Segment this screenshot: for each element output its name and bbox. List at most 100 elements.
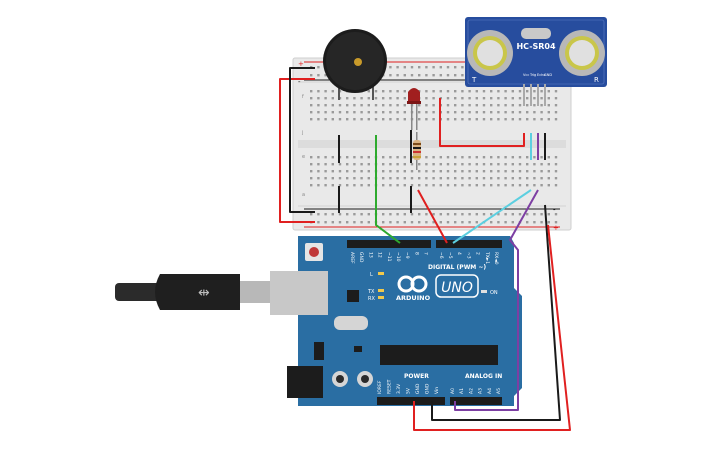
breadboard-hole xyxy=(454,104,457,107)
breadboard-hole xyxy=(317,213,320,216)
breadboard-hole xyxy=(533,213,536,216)
resistor xyxy=(413,132,421,170)
breadboard-hole xyxy=(540,156,543,159)
breadboard-hole xyxy=(317,184,320,187)
breadboard-hole xyxy=(526,170,529,173)
breadboard-hole xyxy=(396,170,399,173)
breadboard-hole xyxy=(360,170,363,173)
digital-pin-label: ~11 xyxy=(386,252,392,262)
digital-pin-label: ~3 xyxy=(465,252,471,259)
digital-pin-label: TX►1 xyxy=(484,251,490,264)
breadboard-hole xyxy=(338,118,342,121)
breadboard-hole xyxy=(526,163,529,166)
breadboard-hole xyxy=(389,213,392,216)
breadboard-hole xyxy=(310,184,313,187)
breadboard-hole xyxy=(374,97,378,100)
breadboard-hole xyxy=(310,111,313,114)
rail-plus-bottom: + xyxy=(553,224,559,232)
breadboard-hole xyxy=(389,170,392,173)
power-pin-label: 3.3V xyxy=(396,383,402,394)
breadboard-hole xyxy=(547,104,550,107)
breadboard-hole xyxy=(410,74,414,77)
analog-pin-label: A0 xyxy=(450,388,456,394)
digital-pin-label: ~10 xyxy=(395,252,401,262)
sensor-r-mark: R xyxy=(594,76,599,84)
breadboard-hole xyxy=(446,177,450,180)
breadboard-hole xyxy=(418,177,421,180)
breadboard-hole xyxy=(511,104,514,107)
breadboard-hole xyxy=(324,111,327,114)
breadboard-hole xyxy=(446,170,450,173)
breadboard-hole xyxy=(482,90,486,93)
breadboard-hole xyxy=(310,156,313,159)
breadboard-hole xyxy=(518,184,522,187)
breadboard-hole xyxy=(518,177,522,180)
led-tx-label: TX xyxy=(367,289,375,295)
breadboard-hole xyxy=(418,104,421,107)
breadboard-hole xyxy=(425,66,428,69)
led-l-label: L xyxy=(370,272,373,278)
breadboard-hole xyxy=(331,156,334,159)
breadboard-hole xyxy=(317,170,320,173)
breadboard-hole xyxy=(324,163,327,166)
breadboard-hole xyxy=(446,74,450,77)
breadboard-hole xyxy=(497,177,500,180)
breadboard-hole xyxy=(547,156,550,159)
breadboard-hole xyxy=(482,118,486,121)
breadboard-hole xyxy=(425,156,428,159)
breadboard-hole xyxy=(367,156,370,159)
breadboard-hole xyxy=(432,104,435,107)
breadboard-hole xyxy=(367,213,370,216)
breadboard-hole xyxy=(425,97,428,100)
breadboard-hole xyxy=(382,170,385,173)
breadboard-hole xyxy=(518,97,522,100)
wire-green-buzzer xyxy=(375,135,401,244)
breadboard-hole xyxy=(346,170,349,173)
breadboard-hole xyxy=(540,97,543,100)
breadboard-hole xyxy=(331,97,334,100)
breadboard-hole xyxy=(468,97,471,100)
breadboard-hole xyxy=(310,118,313,121)
breadboard-hole xyxy=(511,170,514,173)
breadboard-hole xyxy=(432,221,435,224)
breadboard-hole xyxy=(504,184,507,187)
breadboard-hole xyxy=(396,104,399,107)
breadboard-hole xyxy=(475,163,478,166)
breadboard-hole xyxy=(324,97,327,100)
breadboard-hole xyxy=(554,163,558,166)
breadboard-hole xyxy=(454,156,457,159)
breadboard-hole xyxy=(403,66,406,69)
breadboard-hole xyxy=(540,184,543,187)
breadboard-hole xyxy=(346,156,349,159)
breadboard-hole xyxy=(324,104,327,107)
breadboard-hole xyxy=(367,97,370,100)
breadboard-hole xyxy=(482,170,486,173)
breadboard-hole xyxy=(353,170,356,173)
breadboard-hole xyxy=(403,90,406,93)
breadboard-hole xyxy=(454,184,457,187)
breadboard-hole xyxy=(547,177,550,180)
usb-icon: ⇹ xyxy=(198,285,210,301)
breadboard-hole xyxy=(504,118,507,121)
breadboard-hole xyxy=(461,221,464,224)
breadboard-hole xyxy=(374,118,378,121)
breadboard-hole xyxy=(533,170,536,173)
breadboard-hole xyxy=(526,184,529,187)
breadboard-hole xyxy=(432,118,435,121)
breadboard-hole xyxy=(547,90,550,93)
breadboard-hole xyxy=(310,163,313,166)
breadboard-hole xyxy=(461,104,464,107)
breadboard-hole xyxy=(540,177,543,180)
row-letter-e: e xyxy=(302,154,305,160)
breadboard-hole xyxy=(518,90,522,93)
breadboard-hole xyxy=(518,156,522,159)
digital-pin-label: RX◄0 xyxy=(493,252,499,265)
digital-pin-label: 2 xyxy=(475,252,481,255)
breadboard-hole xyxy=(533,97,536,100)
breadboard-hole xyxy=(403,184,406,187)
breadboard-hole xyxy=(403,111,406,114)
breadboard-hole xyxy=(410,221,414,224)
wires xyxy=(279,67,571,431)
power-pin-label: 5V xyxy=(406,387,412,394)
